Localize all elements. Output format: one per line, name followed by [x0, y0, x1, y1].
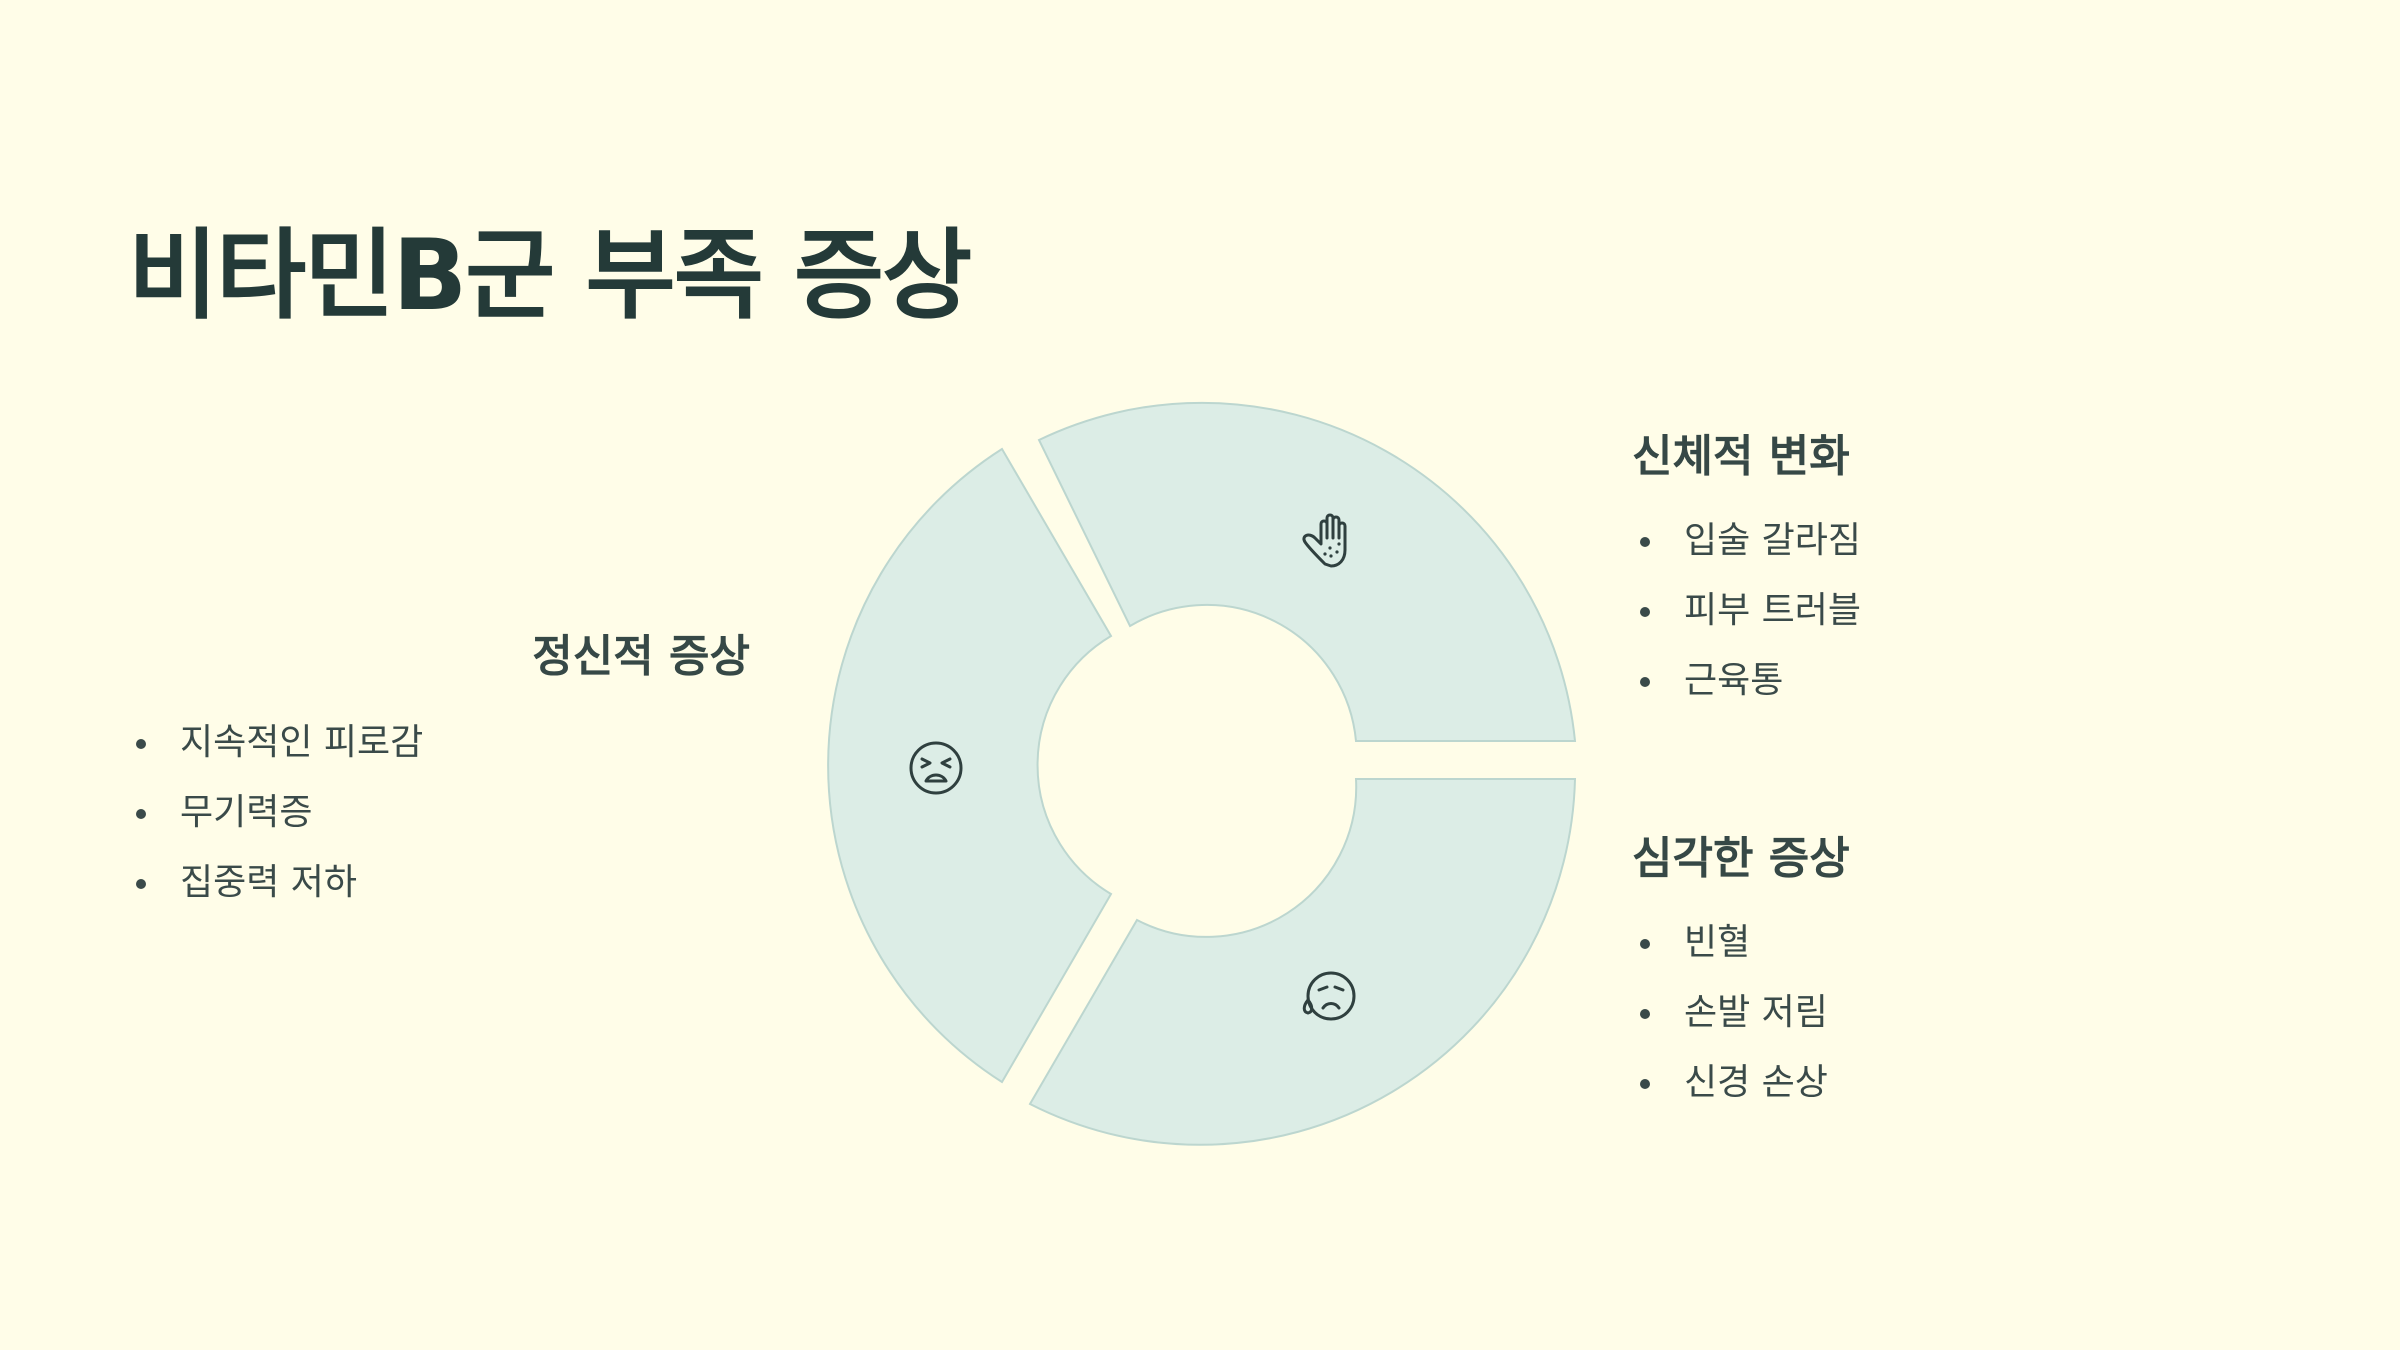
- hand-rash-icon: [1302, 513, 1347, 568]
- list-item-label: 지속적인 피로감: [180, 722, 424, 763]
- bullet-icon: [1640, 1009, 1650, 1019]
- bullet-icon: [1640, 1079, 1650, 1089]
- symptom-list-severe: 빈혈 손발 저림 신경 손상: [1632, 908, 1850, 1118]
- list-item-label: 신경 손상: [1684, 1062, 1828, 1103]
- tired-face-icon: [909, 741, 963, 795]
- list-item: 무기력증: [128, 778, 768, 848]
- list-item-label: 빈혈: [1684, 922, 1751, 963]
- list-item: 빈혈: [1632, 908, 1850, 978]
- list-item: 입술 갈라짐: [1632, 506, 1861, 576]
- bullet-icon: [136, 739, 146, 749]
- segment-severe[interactable]: [1028, 778, 1577, 1146]
- crying-face-icon: [1302, 971, 1356, 1021]
- group-heading-mental: 정신적 증상: [532, 631, 750, 682]
- list-item-label: 피부 트러블: [1684, 590, 1862, 631]
- symptom-list-physical: 입술 갈라짐 피부 트러블 근육통: [1632, 506, 1861, 716]
- list-item: 피부 트러블: [1632, 576, 1861, 646]
- list-item-label: 근육통: [1684, 660, 1784, 701]
- group-mental-symptoms: 정신적 증상 지속적인 피로감 무기력증 집중력 저하: [128, 620, 768, 918]
- bullet-icon: [136, 809, 146, 819]
- list-item-label: 손발 저림: [1684, 992, 1828, 1033]
- list-item: 근육통: [1632, 646, 1861, 716]
- bullet-icon: [136, 879, 146, 889]
- bullet-icon: [1640, 939, 1650, 949]
- group-severe-symptoms: 심각한 증상 빈혈 손발 저림 신경 손상: [1632, 822, 1850, 1118]
- bullet-icon: [1640, 537, 1650, 547]
- group-heading-severe: 심각한 증상: [1632, 833, 1850, 884]
- list-item: 집중력 저하: [128, 848, 768, 918]
- segment-mental[interactable]: [827, 447, 1113, 1084]
- list-item: 손발 저림: [1632, 978, 1850, 1048]
- list-item-label: 무기력증: [180, 792, 313, 833]
- list-item-label: 집중력 저하: [180, 862, 358, 903]
- page-title: 비타민B군 부족 증상: [128, 219, 972, 333]
- segment-physical[interactable]: [1037, 401, 1577, 742]
- symptom-list-mental: 지속적인 피로감 무기력증 집중력 저하: [128, 708, 768, 918]
- list-item: 지속적인 피로감: [128, 708, 768, 778]
- group-physical-changes: 신체적 변화 입술 갈라짐 피부 트러블 근육통: [1632, 420, 1861, 716]
- group-heading-physical: 신체적 변화: [1632, 431, 1850, 482]
- bullet-icon: [1640, 677, 1650, 687]
- list-item: 신경 손상: [1632, 1048, 1850, 1118]
- list-item-label: 입술 갈라짐: [1684, 520, 1862, 561]
- bullet-icon: [1640, 607, 1650, 617]
